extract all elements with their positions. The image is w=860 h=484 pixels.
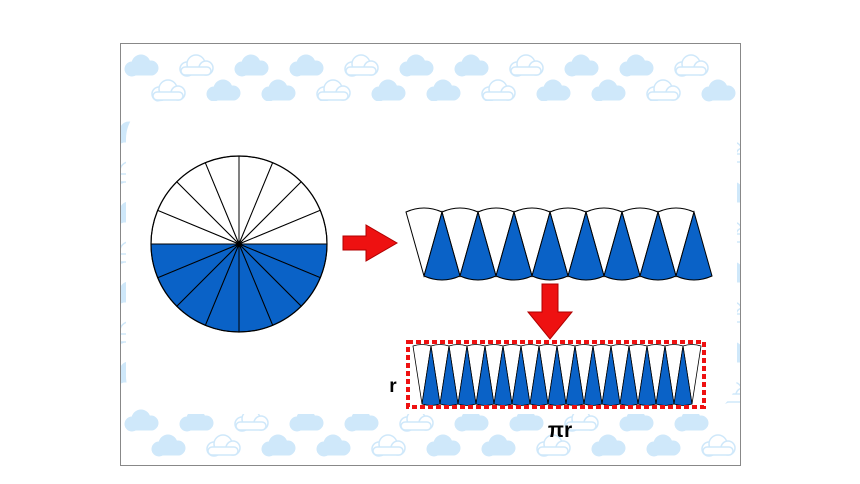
cloud-icon: [646, 79, 681, 102]
sector-blue: [673, 345, 693, 406]
cloud-icon: [564, 54, 599, 77]
cloud-icon: [454, 409, 489, 432]
cloud-icon: [591, 79, 626, 102]
cloud-icon: [426, 79, 461, 102]
cloud-icon: [619, 409, 654, 432]
cloud-icon: [124, 409, 159, 432]
cloud-icon: [536, 434, 571, 457]
cloud-icon: [179, 54, 214, 77]
circle-outline: [150, 155, 328, 333]
cloud-icon: [399, 409, 434, 432]
cloud-icon: [674, 54, 709, 77]
cloud-icon: [701, 434, 736, 457]
cloud-icon: [646, 434, 681, 457]
cloud-icon: [674, 409, 709, 432]
cloud-icon: [179, 409, 214, 432]
arrow-right-icon: [342, 224, 398, 262]
cloud-icon: [344, 54, 379, 77]
cloud-icon: [289, 409, 324, 432]
cloud-icon: [591, 434, 626, 457]
cloud-icon: [509, 54, 544, 77]
cloud-icon: [234, 54, 269, 77]
cloud-icon: [261, 434, 296, 457]
cloud-icon: [371, 79, 406, 102]
cloud-border-pattern: [121, 54, 740, 457]
cloud-icon: [454, 54, 489, 77]
cloud-icon: [344, 409, 379, 432]
cloud-icon: [426, 434, 461, 457]
cloud-icon: [371, 434, 406, 457]
cloud-icon: [261, 79, 296, 102]
cloud-icon: [481, 434, 516, 457]
diagram: r πr: [121, 54, 740, 457]
sector-white: [682, 344, 702, 405]
radius-label: r: [389, 376, 397, 397]
approximate-rectangle: [412, 344, 702, 406]
rearranged-sectors-row: [405, 207, 713, 281]
cloud-icon: [151, 79, 186, 102]
cloud-icon: [206, 79, 241, 102]
cloud-icon: [481, 79, 516, 102]
cloud-icon: [701, 79, 736, 102]
cloud-icon: [316, 79, 351, 102]
cloud-icon: [399, 54, 434, 77]
slide: r πr: [120, 43, 741, 466]
cloud-icon: [124, 54, 159, 77]
half-circumference-label: πr: [548, 419, 572, 442]
cloud-icon: [151, 434, 186, 457]
cloud-icon: [234, 409, 269, 432]
cloud-icon: [289, 54, 324, 77]
divided-circle: [150, 155, 328, 333]
cloud-icon: [619, 54, 654, 77]
sector-blue: [675, 210, 713, 281]
cloud-icon: [206, 434, 241, 457]
arrow-down-icon: [526, 283, 574, 340]
dashed-rectangle-outline: [406, 340, 706, 409]
cloud-icon: [316, 434, 351, 457]
cloud-icon: [536, 79, 571, 102]
cloud-icon: [509, 409, 544, 432]
